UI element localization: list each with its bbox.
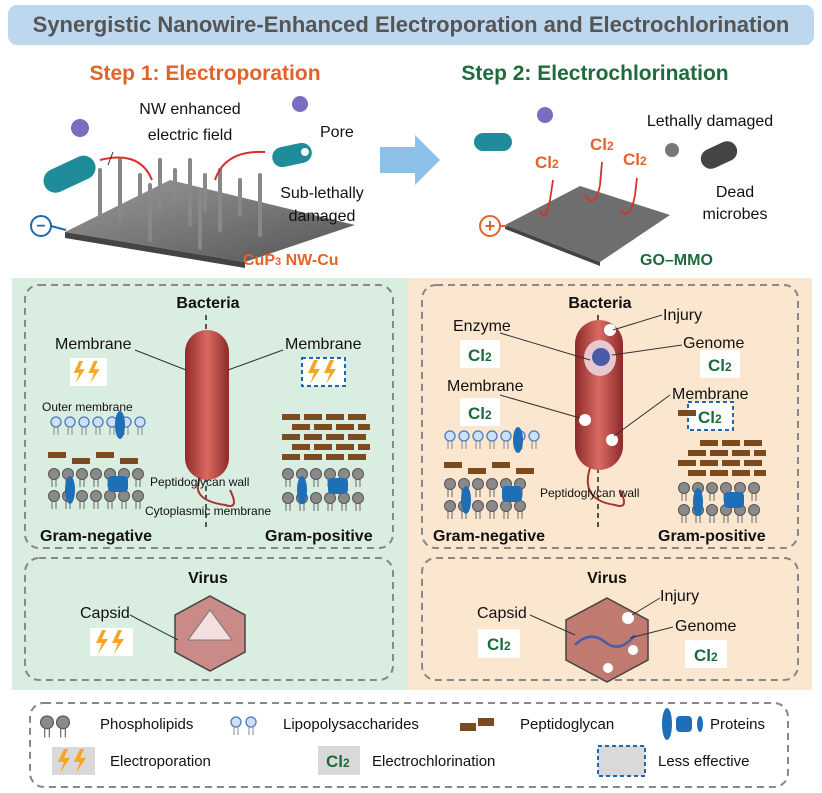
chlorine-arrows <box>539 161 638 217</box>
minus-sign: − <box>36 218 45 235</box>
left-gram-positive-label: Gram-positive <box>265 528 373 545</box>
right-membrane-left-label: Membrane <box>447 378 524 395</box>
step2-title: Step 2: Electrochlorination <box>461 62 728 85</box>
dead-label-2: microbes <box>703 206 768 223</box>
arrow-icon <box>99 156 153 181</box>
left-virus-box <box>24 557 394 681</box>
legend-lipopolysaccharides: Lipopolysaccharides <box>283 716 419 733</box>
cl2-label: Cl2 <box>590 135 614 154</box>
right-membrane-right-label: Membrane <box>672 386 749 403</box>
porated-virus-icon <box>292 96 308 112</box>
gram-positive-envelope <box>678 410 766 524</box>
protein-icon <box>662 708 672 740</box>
electrochlorination-icon <box>318 746 360 775</box>
cl2-badge-text: Cl2 <box>468 346 492 365</box>
dead-bacterium-icon <box>700 141 738 169</box>
gram-positive-envelope <box>282 414 370 512</box>
cl2-badge-text: Cl2 <box>708 356 732 375</box>
legend-peptidoglycan: Peptidoglycan <box>520 716 614 733</box>
field-label-1: NW enhanced <box>139 101 240 118</box>
cl2-badge-text: Cl2 <box>468 404 492 423</box>
right-capsid-label: Capsid <box>477 605 527 622</box>
bacterium-icon <box>474 133 512 151</box>
mmo-electrode-illustration <box>505 186 670 262</box>
title-banner <box>8 5 814 45</box>
cl2-badge-text: Cl2 <box>694 646 718 665</box>
genome-label: Genome <box>683 335 744 352</box>
left-capsid-label: Capsid <box>80 605 130 622</box>
legend-box <box>29 702 789 788</box>
plus-sign: + <box>485 216 496 236</box>
right-membrane-label: Membrane <box>285 336 362 353</box>
electroporation-icon <box>52 747 95 775</box>
legend-phospholipids: Phospholipids <box>100 716 193 733</box>
legend-less-effective: Less effective <box>658 753 749 770</box>
sublethal-label-1: Sub-lethally <box>280 185 364 202</box>
right-bacteria-title: Bacteria <box>568 295 631 312</box>
porated-bacterium-icon <box>272 142 312 168</box>
nanowire-electrode-illustration <box>65 158 355 268</box>
pore-label: Pore <box>320 124 354 141</box>
virus-icon <box>537 107 553 123</box>
cl2-label: Cl2 <box>623 150 647 169</box>
right-virus-title: Virus <box>587 570 627 587</box>
right-bacteria-box <box>421 284 799 549</box>
electrochlorination-badge <box>460 398 500 426</box>
left-bacteria-box <box>24 284 394 549</box>
bacterium-icon <box>43 155 96 193</box>
peptidoglycan-wall-label: Peptidoglycan wall <box>150 475 249 489</box>
cl2-label: Cl2 <box>535 153 559 172</box>
outer-membrane-label: Outer membrane <box>42 400 133 414</box>
left-virus-title: Virus <box>188 570 228 587</box>
cathode-label: CuP3 NW-Cu <box>243 252 339 269</box>
genome-icon <box>592 348 610 366</box>
legend-cl2-text: Cl2 <box>326 752 350 771</box>
cl2-badge-text: Cl2 <box>487 635 511 654</box>
sublethal-label-2: damaged <box>289 208 356 225</box>
bacterium-cell <box>185 330 229 480</box>
arrow-icon <box>214 150 266 181</box>
lethal-label: Lethally damaged <box>647 113 773 130</box>
field-label-2: electric field <box>148 127 232 144</box>
left-bacteria-title: Bacteria <box>176 295 239 312</box>
electrochlorination-badge <box>460 340 500 368</box>
electrochlorination-badge <box>478 629 520 658</box>
legend-electrochlorination: Electrochlorination <box>372 753 495 770</box>
peptidoglycan-icon <box>460 723 476 731</box>
left-gram-negative-label: Gram-negative <box>40 528 152 545</box>
right-virus-box <box>421 557 799 681</box>
electrochlorination-badge <box>685 640 727 668</box>
cytoplasmic-membrane-label: Cytoplasmic membrane <box>145 504 271 518</box>
phospholipid-icon <box>40 715 54 739</box>
virus-icon <box>71 119 89 137</box>
main-title: Synergistic Nanowire-Enhanced Electropor… <box>33 12 790 37</box>
injury-label: Injury <box>663 307 702 324</box>
left-membrane-label: Membrane <box>55 336 132 353</box>
right-gram-negative-label: Gram-negative <box>433 528 545 545</box>
lipopolysaccharide-icon <box>230 716 242 736</box>
electroporation-badge <box>90 628 133 656</box>
cl2-badge-text: Cl2 <box>698 408 722 427</box>
step1-title: Step 1: Electroporation <box>89 62 320 85</box>
gram-negative-envelope <box>48 411 146 510</box>
legend-proteins: Proteins <box>710 716 765 733</box>
genome-icon <box>574 634 636 648</box>
virus-injury-label: Injury <box>660 588 699 605</box>
right-gram-positive-label: Gram-positive <box>658 528 766 545</box>
dead-label-1: Dead <box>716 184 754 201</box>
gram-negative-envelope <box>444 427 540 520</box>
anode-label: GO–MMO <box>640 252 713 269</box>
virus-genome-label: Genome <box>675 618 736 635</box>
less-effective-icon <box>597 745 646 777</box>
legend-electroporation: Electroporation <box>110 753 211 770</box>
less-effective-electroporation-badge <box>301 357 346 387</box>
enzyme-label: Enzyme <box>453 318 511 335</box>
step-arrow-icon <box>380 135 440 185</box>
right-peptidoglycan-wall-label: Peptidoglycan wall <box>540 486 639 500</box>
electrochlorination-badge <box>700 350 740 378</box>
damaged-virus-icon <box>665 143 679 157</box>
